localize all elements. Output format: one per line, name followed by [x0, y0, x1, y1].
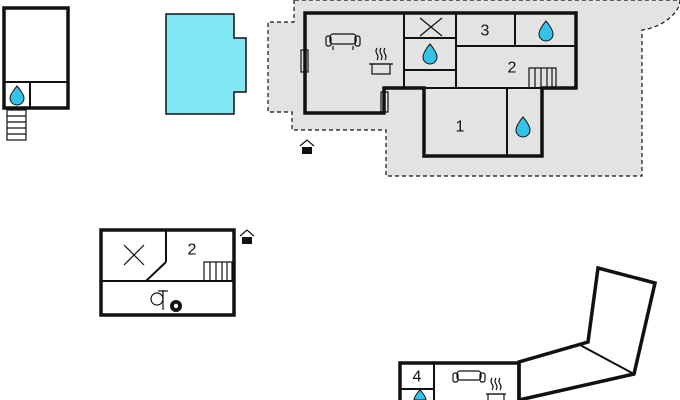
- cross-icon: [123, 244, 145, 266]
- cooking-pot-icon: [369, 47, 393, 75]
- entrance-icon: [239, 229, 255, 244]
- room-number-4: 4: [413, 369, 422, 386]
- entrance-icon: [299, 139, 315, 154]
- room-number-1: 1: [456, 119, 465, 136]
- sofa-icon: [452, 370, 486, 383]
- water-drop-icon: [422, 43, 438, 65]
- staircase-icon: [528, 67, 557, 89]
- room-number-2-annex: 2: [188, 242, 197, 259]
- room-number-2: 2: [508, 60, 517, 77]
- sofa-icon: [325, 33, 361, 50]
- water-drop-icon: [538, 20, 554, 42]
- water-drop-icon: [413, 389, 427, 400]
- annex-building: 2: [99, 228, 236, 317]
- cooking-pot-icon: [486, 377, 506, 400]
- main-house: 3 2 1: [300, 11, 578, 158]
- outbuilding-top-left: [2, 6, 70, 141]
- sauna-icon: [150, 290, 182, 312]
- staircase-icon: [6, 109, 27, 141]
- room-number-3: 3: [481, 23, 490, 40]
- lower-building: 4: [398, 361, 521, 400]
- swimming-pool: [165, 13, 247, 115]
- staircase-icon: [203, 261, 233, 282]
- water-drop-icon: [9, 85, 25, 106]
- angled-deck: [517, 265, 658, 400]
- cross-icon: [419, 17, 443, 37]
- water-drop-icon: [515, 116, 531, 138]
